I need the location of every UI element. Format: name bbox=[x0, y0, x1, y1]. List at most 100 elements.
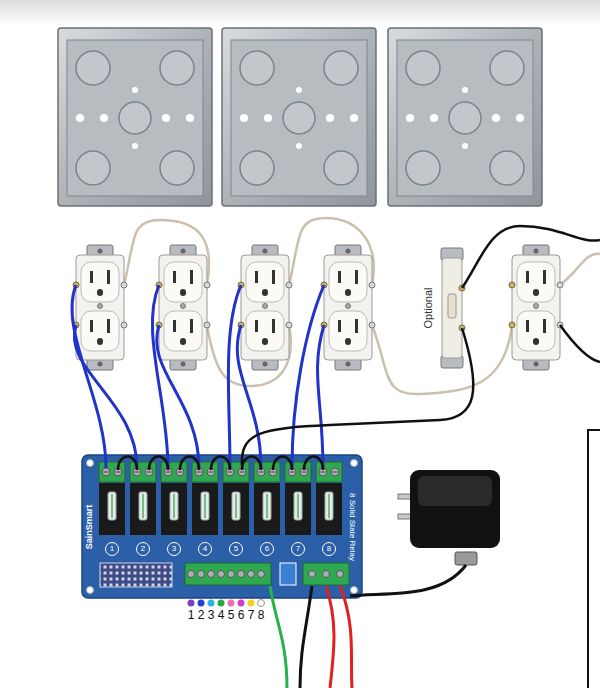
control-terminal bbox=[185, 563, 271, 585]
toggle bbox=[448, 294, 456, 318]
relay-board: SainSmart 8 Solid State Relay bbox=[82, 455, 362, 598]
hot-wires bbox=[118, 226, 600, 470]
relay-module bbox=[254, 462, 280, 556]
junction-box bbox=[388, 28, 542, 206]
usb-plug bbox=[455, 552, 477, 565]
relay-module bbox=[223, 462, 249, 556]
duplex-outlet bbox=[156, 245, 210, 370]
load-wire bbox=[318, 325, 324, 468]
relay-module bbox=[316, 462, 342, 556]
terminal-screw bbox=[218, 571, 225, 578]
color-dot bbox=[258, 600, 265, 607]
relay-board-pcb bbox=[82, 455, 362, 598]
neutral-wires bbox=[124, 218, 600, 394]
black-wire bbox=[300, 586, 312, 688]
switch-body bbox=[442, 258, 462, 358]
brand-label: SainSmart bbox=[85, 505, 95, 550]
mount-hole bbox=[87, 460, 94, 467]
top-band bbox=[0, 0, 600, 26]
terminal-screw bbox=[337, 571, 344, 578]
power-screws bbox=[309, 571, 344, 578]
relay-module bbox=[161, 462, 187, 556]
terminal-screw bbox=[208, 571, 215, 578]
terminal-screw bbox=[258, 571, 265, 578]
duplex-outlet bbox=[73, 245, 127, 370]
terminal-screw bbox=[309, 571, 316, 578]
red-wire bbox=[340, 586, 352, 688]
mount-hole bbox=[87, 587, 94, 594]
toggle-switch bbox=[441, 248, 465, 368]
duplex-outlet bbox=[509, 245, 563, 370]
terminal-screw bbox=[228, 571, 235, 578]
hot-feed-wire bbox=[242, 328, 473, 466]
usb-charger bbox=[350, 470, 500, 596]
load-wire bbox=[74, 325, 137, 468]
channel-number: 3 bbox=[172, 545, 176, 554]
terminal-screw bbox=[188, 571, 195, 578]
pin-header bbox=[100, 563, 172, 587]
mount-hole bbox=[351, 587, 358, 594]
switch-note: Optional bbox=[422, 288, 434, 329]
pin-numbers: 1 2 3 4 5 6 7 8 bbox=[188, 609, 265, 622]
load-wire bbox=[237, 325, 261, 468]
load-wire bbox=[72, 285, 106, 468]
load-wire bbox=[292, 285, 324, 468]
jumper-wire bbox=[211, 457, 230, 471]
pin-color-dots bbox=[188, 600, 265, 607]
power-terminal bbox=[303, 563, 349, 585]
panel-frame bbox=[588, 430, 600, 688]
channel-number: 4 bbox=[203, 545, 207, 554]
jumper-wire bbox=[273, 457, 292, 471]
color-dot bbox=[188, 600, 195, 607]
color-dot bbox=[248, 600, 255, 607]
color-dot bbox=[238, 600, 245, 607]
load-wire bbox=[157, 325, 199, 468]
usb-cable bbox=[350, 565, 466, 596]
color-dot bbox=[218, 600, 225, 607]
duplex-outlet bbox=[321, 245, 375, 370]
charger-face bbox=[418, 476, 492, 506]
relay-module bbox=[99, 462, 125, 556]
green-wire bbox=[270, 586, 287, 688]
channel-number: 6 bbox=[265, 545, 269, 554]
charger-body bbox=[410, 470, 500, 548]
jumper-wire bbox=[180, 457, 199, 471]
terminal-screw bbox=[198, 571, 205, 578]
junction-box bbox=[222, 28, 376, 206]
load-wire bbox=[228, 285, 241, 468]
color-dot bbox=[198, 600, 205, 607]
mount-hole bbox=[351, 460, 358, 467]
hot-supply-wire bbox=[560, 325, 600, 362]
channel-number: 7 bbox=[296, 545, 300, 554]
terminal-screw bbox=[238, 571, 245, 578]
jumper-wire bbox=[118, 457, 137, 471]
terminal-screw bbox=[248, 571, 255, 578]
duplex-outlet bbox=[238, 245, 292, 370]
relay-module bbox=[192, 462, 218, 556]
hot-supply-wire bbox=[462, 226, 600, 288]
channel-number: 2 bbox=[141, 545, 145, 554]
channel-number: 1 bbox=[110, 545, 114, 554]
channel-number: 5 bbox=[234, 545, 238, 554]
neutral-wire bbox=[560, 254, 600, 285]
supply-wires bbox=[270, 586, 352, 688]
jumper-wire bbox=[304, 457, 323, 471]
red-wire bbox=[326, 586, 334, 688]
jumper-wire bbox=[149, 457, 168, 471]
color-dot bbox=[228, 600, 235, 607]
junction-box bbox=[58, 28, 212, 206]
terminal-screw bbox=[323, 571, 330, 578]
relay-module bbox=[285, 462, 311, 556]
jumper-block bbox=[280, 563, 296, 585]
relay-module bbox=[130, 462, 156, 556]
control-screws bbox=[188, 571, 265, 578]
jumper-wire bbox=[242, 457, 261, 471]
color-dot bbox=[208, 600, 215, 607]
load-wires bbox=[72, 285, 324, 468]
board-title: 8 Solid State Relay bbox=[348, 493, 357, 561]
channel-number: 8 bbox=[327, 545, 331, 554]
load-wire bbox=[152, 285, 168, 468]
